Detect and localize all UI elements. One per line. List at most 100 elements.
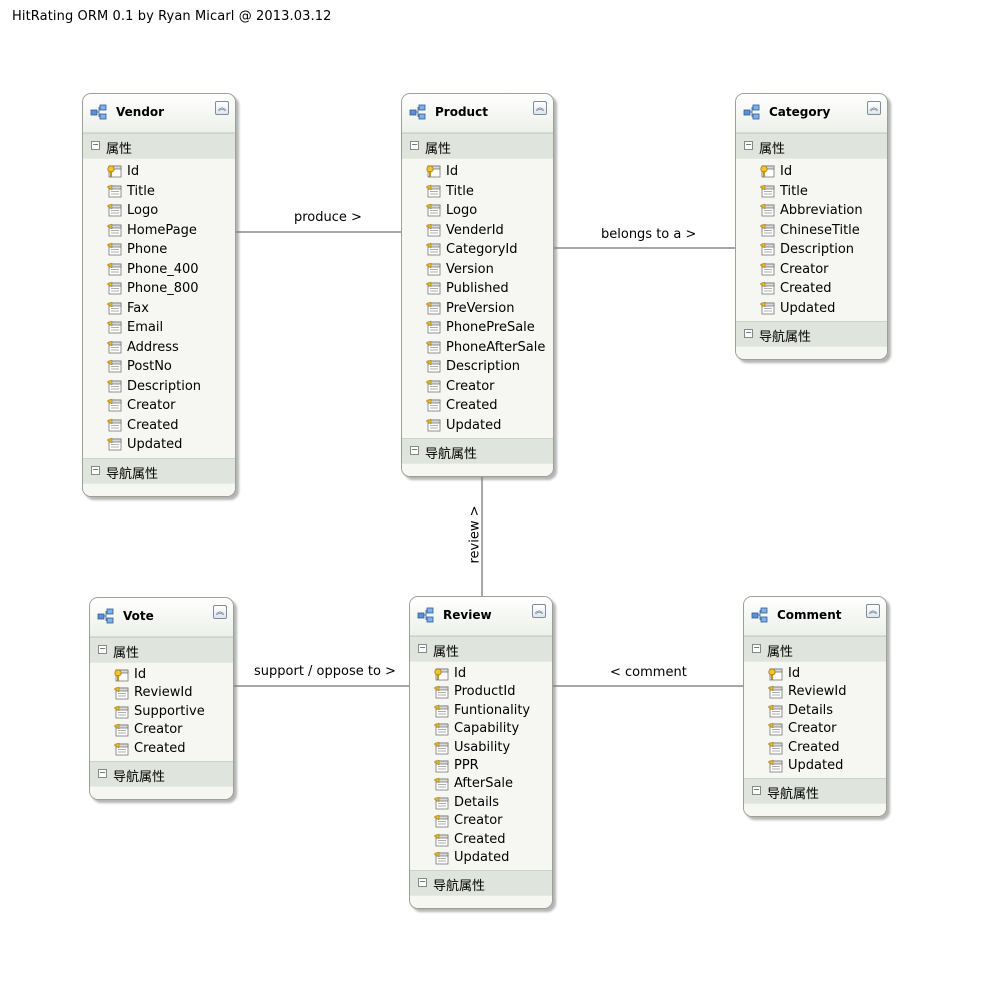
property-homepage[interactable]: HomePage (83, 221, 235, 241)
property-phonepresale[interactable]: PhonePreSale (402, 318, 553, 338)
property-details[interactable]: Details (744, 702, 886, 720)
entity-header[interactable]: Product︽ (402, 94, 553, 133)
minus-icon[interactable]: − (418, 877, 427, 888)
entity-header[interactable]: Vendor︽ (83, 94, 235, 133)
collapse-icon[interactable]: ︽ (533, 101, 547, 115)
property-postno[interactable]: PostNo (83, 357, 235, 377)
property-creator[interactable]: Creator (402, 377, 553, 397)
property-published[interactable]: Published (402, 279, 553, 299)
property-capability[interactable]: Capability (410, 720, 552, 738)
property-created[interactable]: Created (90, 740, 233, 758)
property-updated[interactable]: Updated (83, 435, 235, 455)
minus-icon[interactable]: − (752, 785, 761, 796)
property-abbreviation[interactable]: Abbreviation (736, 201, 887, 221)
property-preversion[interactable]: PreVersion (402, 299, 553, 319)
minus-icon[interactable]: − (91, 464, 100, 475)
property-description[interactable]: Description (736, 240, 887, 260)
property-created[interactable]: Created (744, 739, 886, 757)
property-address[interactable]: Address (83, 338, 235, 358)
property-details[interactable]: Details (410, 794, 552, 812)
navigation-section-header[interactable]: −导航属性 (83, 457, 235, 484)
property-updated[interactable]: Updated (736, 299, 887, 319)
property-updated[interactable]: Updated (402, 416, 553, 436)
property-aftersale[interactable]: AfterSale (410, 775, 552, 793)
minus-icon[interactable]: − (752, 643, 761, 653)
collapse-icon[interactable]: ︽ (866, 604, 880, 618)
properties-section-header[interactable]: −属性 (90, 637, 233, 663)
minus-icon[interactable]: − (98, 767, 107, 778)
property-id[interactable]: Id (83, 162, 235, 182)
property-created[interactable]: Created (83, 416, 235, 436)
property-creator[interactable]: Creator (736, 260, 887, 280)
entity-header[interactable]: Vote︽ (90, 598, 233, 637)
collapse-icon[interactable]: ︽ (867, 101, 881, 115)
property-usability[interactable]: Usability (410, 739, 552, 757)
property-updated[interactable]: Updated (410, 849, 552, 867)
property-creator[interactable]: Creator (90, 721, 233, 739)
property-venderid[interactable]: VenderId (402, 221, 553, 241)
property-productid[interactable]: ProductId (410, 683, 552, 701)
property-creator[interactable]: Creator (744, 720, 886, 738)
navigation-section-header[interactable]: −导航属性 (744, 778, 886, 805)
property-supportive[interactable]: Supportive (90, 703, 233, 721)
property-created[interactable]: Created (410, 831, 552, 849)
property-fax[interactable]: Fax (83, 299, 235, 319)
property-phone-400[interactable]: Phone_400 (83, 260, 235, 280)
properties-section-header[interactable]: −属性 (410, 636, 552, 662)
minus-icon[interactable]: − (418, 643, 427, 653)
property-creator[interactable]: Creator (83, 396, 235, 416)
property-title[interactable]: Title (402, 182, 553, 202)
property-id[interactable]: Id (402, 162, 553, 182)
property-logo[interactable]: Logo (402, 201, 553, 221)
property-title[interactable]: Title (736, 182, 887, 202)
minus-icon[interactable]: − (744, 328, 753, 338)
minus-icon[interactable]: − (410, 445, 419, 455)
property-logo[interactable]: Logo (83, 201, 235, 221)
minus-icon[interactable]: − (744, 140, 753, 150)
property-reviewid[interactable]: ReviewId (90, 684, 233, 702)
property-chinesetitle[interactable]: ChineseTitle (736, 221, 887, 241)
property-phone[interactable]: Phone (83, 240, 235, 260)
collapse-icon[interactable]: ︽ (213, 605, 227, 619)
minus-icon[interactable]: − (91, 140, 100, 150)
property-title[interactable]: Title (83, 182, 235, 202)
minus-icon[interactable]: − (410, 140, 419, 150)
property-updated[interactable]: Updated (744, 757, 886, 775)
entity-header[interactable]: Category︽ (736, 94, 887, 133)
property-funtionality[interactable]: Funtionality (410, 702, 552, 720)
properties-section-header[interactable]: −属性 (744, 636, 886, 662)
property-ppr[interactable]: PPR (410, 757, 552, 775)
navigation-section-header[interactable]: −导航属性 (402, 438, 553, 464)
navigation-section-header[interactable]: −导航属性 (736, 321, 887, 347)
property-email[interactable]: Email (83, 318, 235, 338)
property-id[interactable]: Id (90, 666, 233, 684)
property-created[interactable]: Created (402, 396, 553, 416)
minus-icon[interactable]: − (98, 644, 107, 654)
property-description[interactable]: Description (83, 377, 235, 397)
property-description[interactable]: Description (402, 357, 553, 377)
property-version[interactable]: Version (402, 260, 553, 280)
navigation-section-header[interactable]: −导航属性 (410, 870, 552, 897)
property-creator[interactable]: Creator (410, 812, 552, 830)
collapse-icon[interactable]: ︽ (532, 604, 546, 618)
property-id[interactable]: Id (736, 162, 887, 182)
property-phoneaftersale[interactable]: PhoneAfterSale (402, 338, 553, 358)
properties-section-header[interactable]: −属性 (736, 133, 887, 159)
property-categoryid[interactable]: CategoryId (402, 240, 553, 260)
property-phone-800[interactable]: Phone_800 (83, 279, 235, 299)
navigation-section-header[interactable]: −导航属性 (90, 760, 233, 787)
property-id[interactable]: Id (410, 665, 552, 683)
property-created[interactable]: Created (736, 279, 887, 299)
collapse-icon[interactable]: ︽ (215, 101, 229, 115)
property-id[interactable]: Id (744, 665, 886, 683)
entity-header[interactable]: Review︽ (410, 597, 552, 636)
entity-header[interactable]: Comment︽ (744, 597, 886, 636)
property-reviewid[interactable]: ReviewId (744, 683, 886, 701)
properties-section-header[interactable]: −属性 (402, 133, 553, 159)
